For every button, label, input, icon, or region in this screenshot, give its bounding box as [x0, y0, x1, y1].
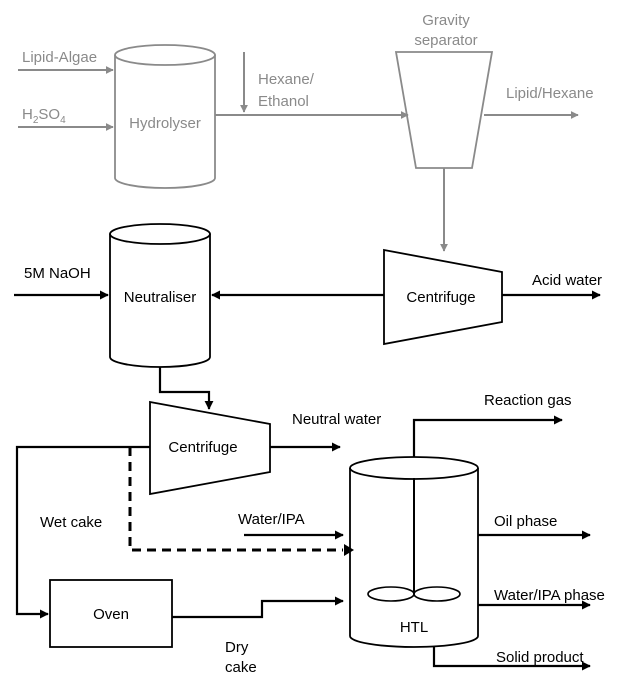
centrifuge-upper-label: Centrifuge — [406, 289, 475, 306]
reaction-gas-label: Reaction gas — [484, 392, 572, 409]
neutraliser-label: Neutraliser — [124, 289, 197, 306]
gravity-separator-label-1: Gravity — [422, 12, 470, 29]
h2so4-label: H2SO4 — [22, 106, 66, 126]
hexane-ethanol-label-2: Ethanol — [258, 93, 309, 110]
dry-cake-label-1: Dry — [225, 639, 249, 656]
water-ipa-label: Water/IPA — [238, 511, 305, 528]
wet-cake-bypass-arrowhead — [344, 544, 354, 556]
reaction-gas-arrow — [412, 415, 563, 457]
centrifuge-upper — [383, 248, 503, 346]
water-ipa-phase-label: Water/IPA phase — [494, 587, 605, 604]
wet-cake-bypass-line — [128, 447, 343, 552]
hexane-ethanol-label-1: Hexane/ — [258, 71, 315, 88]
wet-cake-label: Wet cake — [40, 514, 102, 531]
agitator-icon — [367, 478, 461, 602]
oil-phase-label: Oil phase — [494, 513, 557, 530]
wet-cake-to-oven-arrow — [15, 445, 150, 619]
lipid-algae-label: Lipid-Algae — [22, 49, 97, 66]
lipid-hexane-label: Lipid/Hexane — [506, 85, 594, 102]
gravity-separator — [394, 51, 494, 169]
oven-label: Oven — [93, 606, 129, 623]
acid-water-label: Acid water — [532, 272, 602, 289]
hydrolyser-label: Hydrolyser — [129, 115, 201, 132]
neutraliser-vessel — [109, 223, 211, 368]
htl-label: HTL — [400, 619, 428, 636]
neutral-water-label: Neutral water — [292, 411, 381, 428]
solid-product-arrow — [432, 646, 591, 671]
solid-product-label: Solid product — [496, 649, 584, 666]
centrifuge-lower-label: Centrifuge — [168, 439, 237, 456]
dry-cake-arrow — [172, 596, 344, 619]
hydrolyser-vessel — [114, 44, 216, 189]
oven-box — [49, 579, 173, 648]
neutraliser-to-centrifuge-arrow — [158, 367, 214, 410]
naoh-label: 5M NaOH — [24, 265, 91, 282]
gravity-separator-label-2: separator — [414, 32, 477, 49]
dry-cake-label-2: cake — [225, 659, 257, 676]
centrifuge-lower — [149, 400, 271, 496]
